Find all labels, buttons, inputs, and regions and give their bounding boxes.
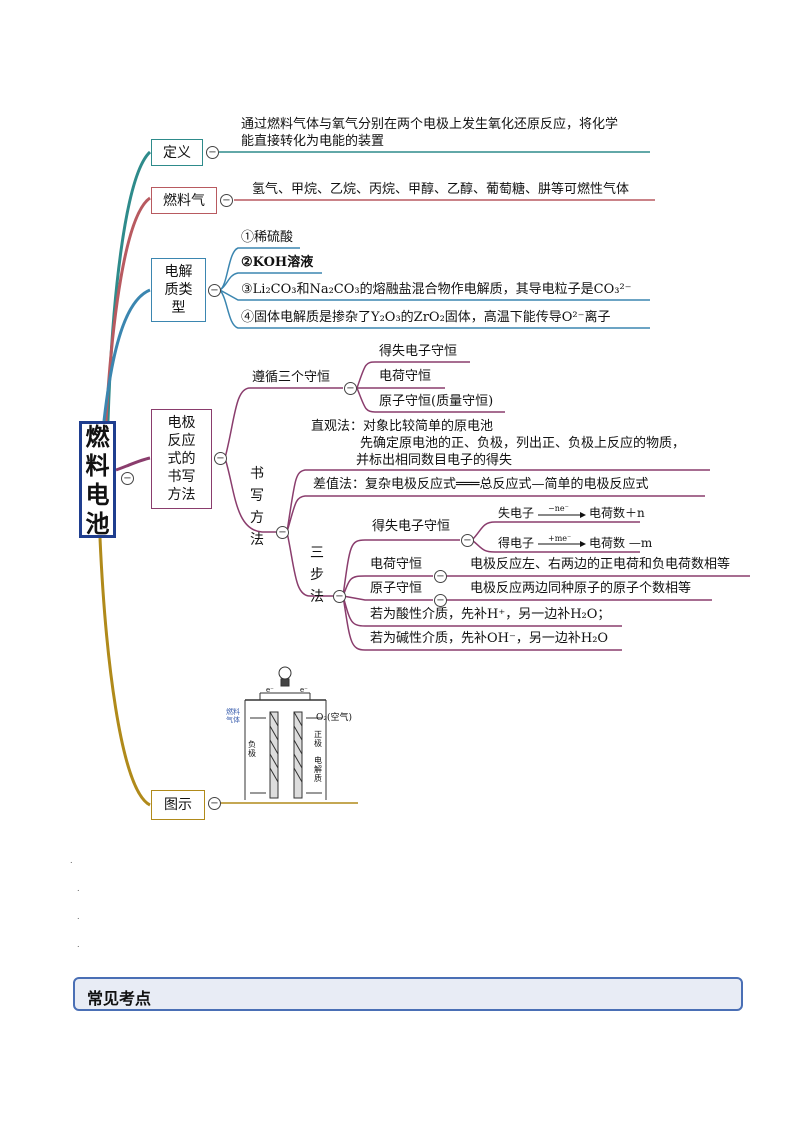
figure-electrolyte-label: 电解质	[314, 756, 322, 783]
three-step-collapse-icon[interactable]: −	[333, 590, 346, 603]
gain-electron-text: 得电子	[498, 536, 535, 550]
node-fuel-gas[interactable]: 燃料气	[151, 187, 217, 214]
gain-charge-text: 电荷数 —m	[589, 536, 653, 550]
acid-medium-text: 若为酸性介质，先补H⁺，另一边补H₂O；	[370, 607, 611, 622]
definition-text-line2: 能直接转化为电能的装置	[241, 134, 385, 149]
root-title: 燃料电池	[85, 421, 110, 538]
root-collapse-icon[interactable]: −	[121, 472, 134, 485]
direct-method-line2: 先确定原电池的正、负极，列出正、负极上反应的物质，	[360, 436, 686, 451]
definition-collapse-icon[interactable]: −	[206, 146, 219, 159]
stray-dot: .	[77, 940, 80, 949]
node-fuel-gas-label: 燃料气	[163, 192, 205, 209]
electrolyte-item-3: ③Li₂CO₃和Na₂CO₃的熔融盐混合物作电解质，其导电粒子是CO₃²⁻	[241, 282, 632, 297]
electrolyte-item-1: ①稀硫酸	[241, 230, 294, 245]
section-title: 常见考点	[87, 989, 152, 1008]
electrolyte-item-2: ②KOH溶液	[241, 255, 314, 270]
fuel-cell-figure	[244, 666, 327, 800]
method-collapse-icon[interactable]: −	[276, 526, 289, 539]
figure-oxygen-label: O₂(空气)	[316, 713, 353, 723]
atom-collapse-icon[interactable]: −	[434, 594, 447, 607]
lose-arrow-label: −ne⁻	[548, 504, 569, 513]
section-header-common-points: 常见考点	[73, 977, 743, 1011]
figure-negative-label: 负极	[248, 740, 256, 758]
node-figure[interactable]: 图示	[151, 790, 205, 820]
definition-text-line1: 通过燃料气体与氧气分别在两个电极上发生氧化还原反应，将化学	[241, 117, 619, 132]
node-figure-label: 图示	[164, 797, 192, 813]
stray-dot: .	[70, 856, 73, 865]
stray-dot: .	[77, 884, 80, 893]
atom-rule-text: 电极反应两边同种原子的原子个数相等	[470, 581, 692, 596]
follow-item-charge: 电荷守恒	[379, 369, 432, 384]
writing-method-label: 书写方法	[250, 466, 264, 548]
node-definition[interactable]: 定义	[151, 139, 203, 166]
node-electrolyte-label: 电解质类型	[164, 264, 193, 316]
electron-collapse-icon[interactable]: −	[461, 534, 474, 547]
writing-collapse-icon[interactable]: −	[214, 452, 227, 465]
charge-collapse-icon[interactable]: −	[434, 570, 447, 583]
node-electrolyte-type[interactable]: 电解质类型	[151, 258, 206, 322]
base-medium-text: 若为碱性介质，先补OH⁻，另一边补H₂O	[370, 631, 609, 646]
gain-arrow-label: +me⁻	[548, 534, 572, 543]
figure-electron-left: e⁻	[266, 686, 274, 694]
electrolyte-collapse-icon[interactable]: −	[208, 284, 221, 297]
figure-electron-right: e⁻	[300, 686, 308, 694]
root-node-fuel-cell[interactable]: 燃料电池	[79, 421, 116, 538]
direct-method-line1: 直观法：对象比较简单的原电池	[311, 419, 494, 434]
charge-rule-text: 电极反应左、右两边的正电荷和负电荷数相等	[470, 557, 731, 572]
follow-three-label: 遵循三个守恒	[252, 370, 331, 385]
three-step-atom-label: 原子守恒	[370, 581, 423, 596]
figure-collapse-icon[interactable]: −	[208, 797, 221, 810]
three-step-electron-label: 得失电子守恒	[372, 519, 451, 534]
stray-dot: .	[77, 912, 80, 921]
figure-positive-label: 正极	[314, 730, 322, 748]
electrolyte-item-4: ④固体电解质是掺杂了Y₂O₃的ZrO₂固体，高温下能传导O²⁻离子	[241, 310, 611, 325]
follow-item-electron: 得失电子守恒	[379, 344, 458, 359]
direct-method-line3: 并标出相同数目电子的得失	[356, 453, 513, 468]
fuel-collapse-icon[interactable]: −	[220, 194, 233, 207]
follow-collapse-icon[interactable]: −	[344, 382, 357, 395]
difference-method: 差值法：复杂电极反应式═══总反应式—简单的电极反应式	[313, 477, 649, 492]
figure-fuel-gas-label: 燃料气体	[226, 708, 240, 724]
three-step-charge-label: 电荷守恒	[370, 557, 423, 572]
node-writing-method[interactable]: 电极反应式的书写方法	[151, 409, 212, 509]
node-writing-label: 电极反应式的书写方法	[167, 415, 196, 503]
node-definition-label: 定义	[163, 144, 191, 161]
lose-charge-text: 电荷数＋n	[589, 506, 645, 520]
three-step-label: 三步法	[310, 545, 324, 605]
follow-item-atom: 原子守恒(质量守恒)	[379, 394, 494, 409]
lose-electron-text: 失电子	[498, 506, 535, 520]
fuel-gas-text: 氢气、甲烷、乙烷、丙烷、甲醇、乙醇、葡萄糖、肼等可燃性气体	[252, 182, 630, 197]
